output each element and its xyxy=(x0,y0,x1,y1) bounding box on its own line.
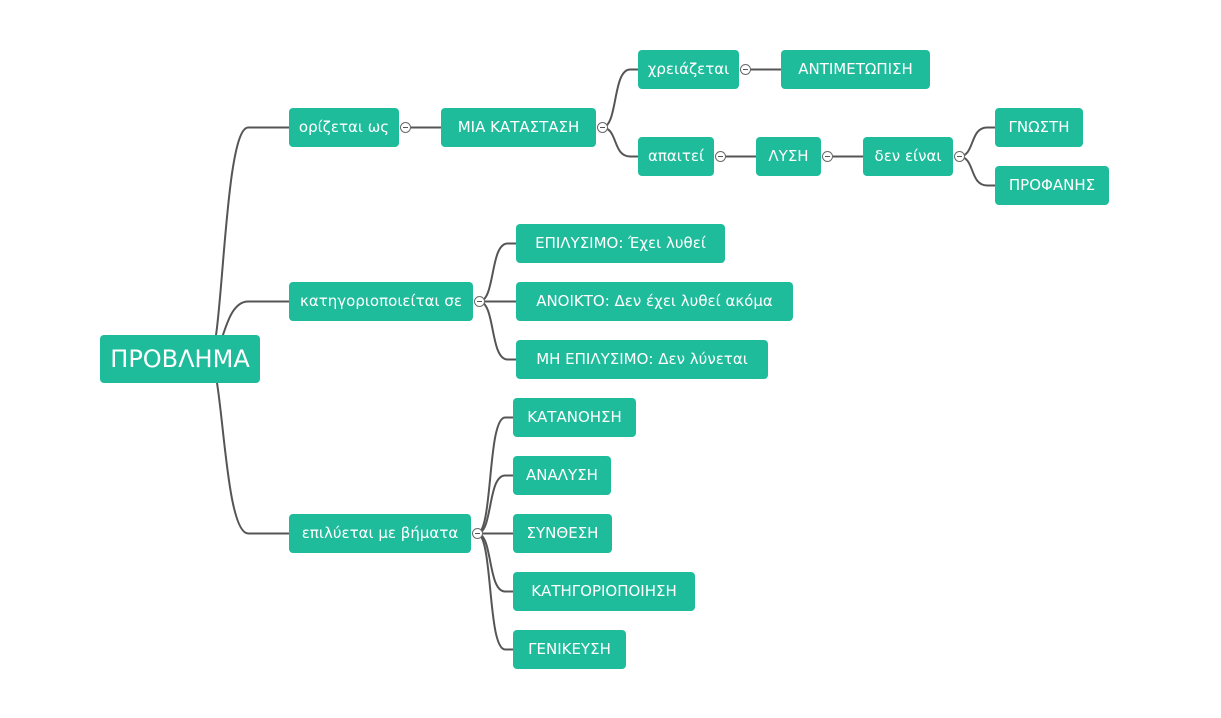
connector-line xyxy=(601,68,638,129)
node-defined-as[interactable]: ορίζεται ως xyxy=(289,108,399,147)
connector-line xyxy=(476,532,513,593)
connector-line xyxy=(476,474,513,535)
node-obvious[interactable]: ΠΡΟΦΑΝΗΣ xyxy=(995,166,1109,205)
root-node[interactable]: ΠΡΟΒΛΗΜΑ xyxy=(100,335,260,383)
node-solvable[interactable]: ΕΠΙΛΥΣΙΜΟ: Έχει λυθεί xyxy=(516,224,725,263)
collapse-toggle-is-not[interactable] xyxy=(954,151,965,162)
node-requires[interactable]: απαιτεί xyxy=(638,137,714,176)
collapse-toggle-defined-as[interactable] xyxy=(400,122,411,133)
node-handling[interactable]: ΑΝΤΙΜΕΤΩΠΙΣΗ xyxy=(781,50,930,89)
connector-line xyxy=(958,126,995,158)
collapse-toggle-needs[interactable] xyxy=(740,64,751,75)
connector-line xyxy=(478,242,516,303)
node-analysis[interactable]: ΑΝΑΛΥΣΗ xyxy=(513,456,611,495)
node-is-not[interactable]: δεν είναι xyxy=(863,137,953,176)
connector-line xyxy=(207,358,289,535)
node-known[interactable]: ΓΝΩΣΤΗ xyxy=(995,108,1083,147)
collapse-toggle-solved-by-steps[interactable] xyxy=(472,528,483,539)
connector-line xyxy=(478,300,516,361)
connector-line xyxy=(207,126,289,360)
collapse-toggle-solution[interactable] xyxy=(822,151,833,162)
node-categorization[interactable]: ΚΑΤΗΓΟΡΙΟΠΟΙΗΣΗ xyxy=(513,572,695,611)
connector-line xyxy=(476,416,513,535)
collapse-toggle-categorized-in[interactable] xyxy=(474,296,485,307)
node-open[interactable]: ΑΝΟΙΚΤΟ: Δεν έχει λυθεί ακόμα xyxy=(516,282,793,321)
node-generalization[interactable]: ΓΕΝΙΚΕΥΣΗ xyxy=(513,630,626,669)
connector-line xyxy=(958,155,995,187)
node-synthesis[interactable]: ΣΥΝΘΕΣΗ xyxy=(513,514,612,553)
node-unsolvable[interactable]: ΜΗ ΕΠΙΛΥΣΙΜΟ: Δεν λύνεται xyxy=(516,340,768,379)
collapse-toggle-situation[interactable] xyxy=(597,122,608,133)
collapse-toggle-requires[interactable] xyxy=(715,151,726,162)
node-categorized-in[interactable]: κατηγοριοποιείται σε xyxy=(289,282,473,321)
node-understanding[interactable]: ΚΑΤΑΝΟΗΣΗ xyxy=(513,398,636,437)
connector-line xyxy=(476,532,513,651)
connector-line xyxy=(601,126,638,158)
node-situation[interactable]: ΜΙΑ ΚΑΤΑΣΤΑΣΗ xyxy=(441,108,596,147)
node-solved-by-steps[interactable]: επιλύεται με βήματα xyxy=(289,514,471,553)
node-needs[interactable]: χρειάζεται xyxy=(638,50,739,89)
node-solution[interactable]: ΛΥΣΗ xyxy=(756,137,821,176)
